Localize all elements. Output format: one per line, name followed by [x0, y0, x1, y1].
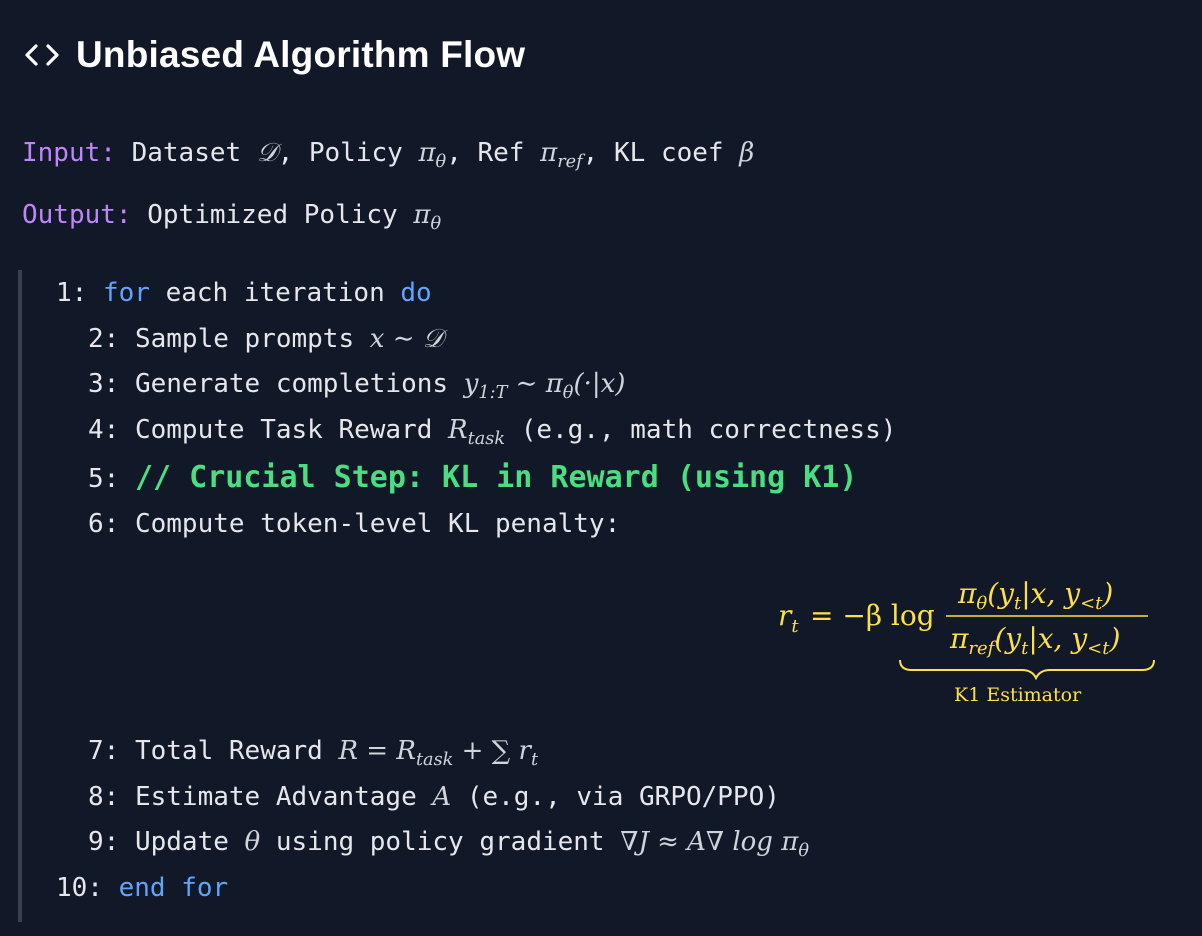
input-text-policy: , Policy: [277, 138, 403, 168]
kl-penalty-formula: rt = −β log πθ(yt|x, y<t) πref(yt|x, y<t…: [760, 572, 1180, 712]
keyword-for: for: [181, 873, 229, 903]
algo-line-7: 7: Total Reward R = Rtask + ∑ rt: [88, 736, 539, 771]
algo-line-2: 2: Sample prompts x ∼ 𝒟: [88, 324, 444, 354]
crucial-step-comment: // Crucial Step: KL in Reward (using K1): [134, 460, 858, 495]
algo-line-9: 9: Update θ using policy gradient ∇J ≈ A…: [88, 827, 809, 862]
input-math-beta: β: [739, 138, 755, 168]
output-line: Output: Optimized Policy πθ: [22, 200, 441, 234]
algo-line-10: 10: end for: [56, 873, 229, 903]
algo-line-4: 4: Compute Task Reward Rtask (e.g., math…: [88, 415, 897, 450]
input-math-policy: πθ: [418, 138, 447, 173]
formula-lhs: r: [778, 599, 793, 632]
page-title: Unbiased Algorithm Flow: [76, 34, 526, 75]
input-label: Input:: [22, 138, 116, 168]
output-label: Output:: [22, 200, 132, 230]
algo-line-3: 3: Generate completions y1:T ∼ πθ(·|x): [88, 369, 626, 404]
algorithm-rail: [18, 270, 22, 922]
underbrace: [899, 659, 1155, 681]
output-text: Optimized Policy: [147, 200, 398, 230]
header: Unbiased Algorithm Flow: [22, 34, 525, 76]
k1-estimator-label: K1 Estimator: [954, 684, 1082, 706]
input-text-dataset: Dataset: [131, 138, 242, 168]
input-math-dataset: 𝒟: [256, 138, 278, 168]
keyword-end: end: [118, 873, 166, 903]
input-text-kl: , KL coef: [582, 138, 724, 168]
input-line: Input: Dataset 𝒟, Policy πθ, Ref πref, K…: [22, 138, 754, 172]
algo-line-8: 8: Estimate Advantage A (e.g., via GRPO/…: [88, 782, 780, 812]
formula-eq: = −β log: [810, 599, 935, 632]
code-icon: [25, 44, 59, 66]
algo-line-6: 6: Compute token-level KL penalty:: [88, 509, 621, 539]
input-text-ref: , Ref: [446, 138, 525, 168]
output-math: πθ: [413, 200, 442, 235]
algo-line-1: 1: for each iteration do: [56, 278, 432, 308]
input-math-ref: πref: [540, 138, 583, 173]
keyword-for: for: [102, 278, 150, 308]
algo-line-5: 5: // Crucial Step: KL in Reward (using …: [88, 460, 858, 495]
svg-text:rt: rt: [778, 599, 799, 637]
formula-denominator: πref(yt|x, y<t): [949, 622, 1120, 659]
keyword-do: do: [400, 278, 432, 308]
formula-numerator: πθ(yt|x, y<t): [957, 577, 1113, 614]
